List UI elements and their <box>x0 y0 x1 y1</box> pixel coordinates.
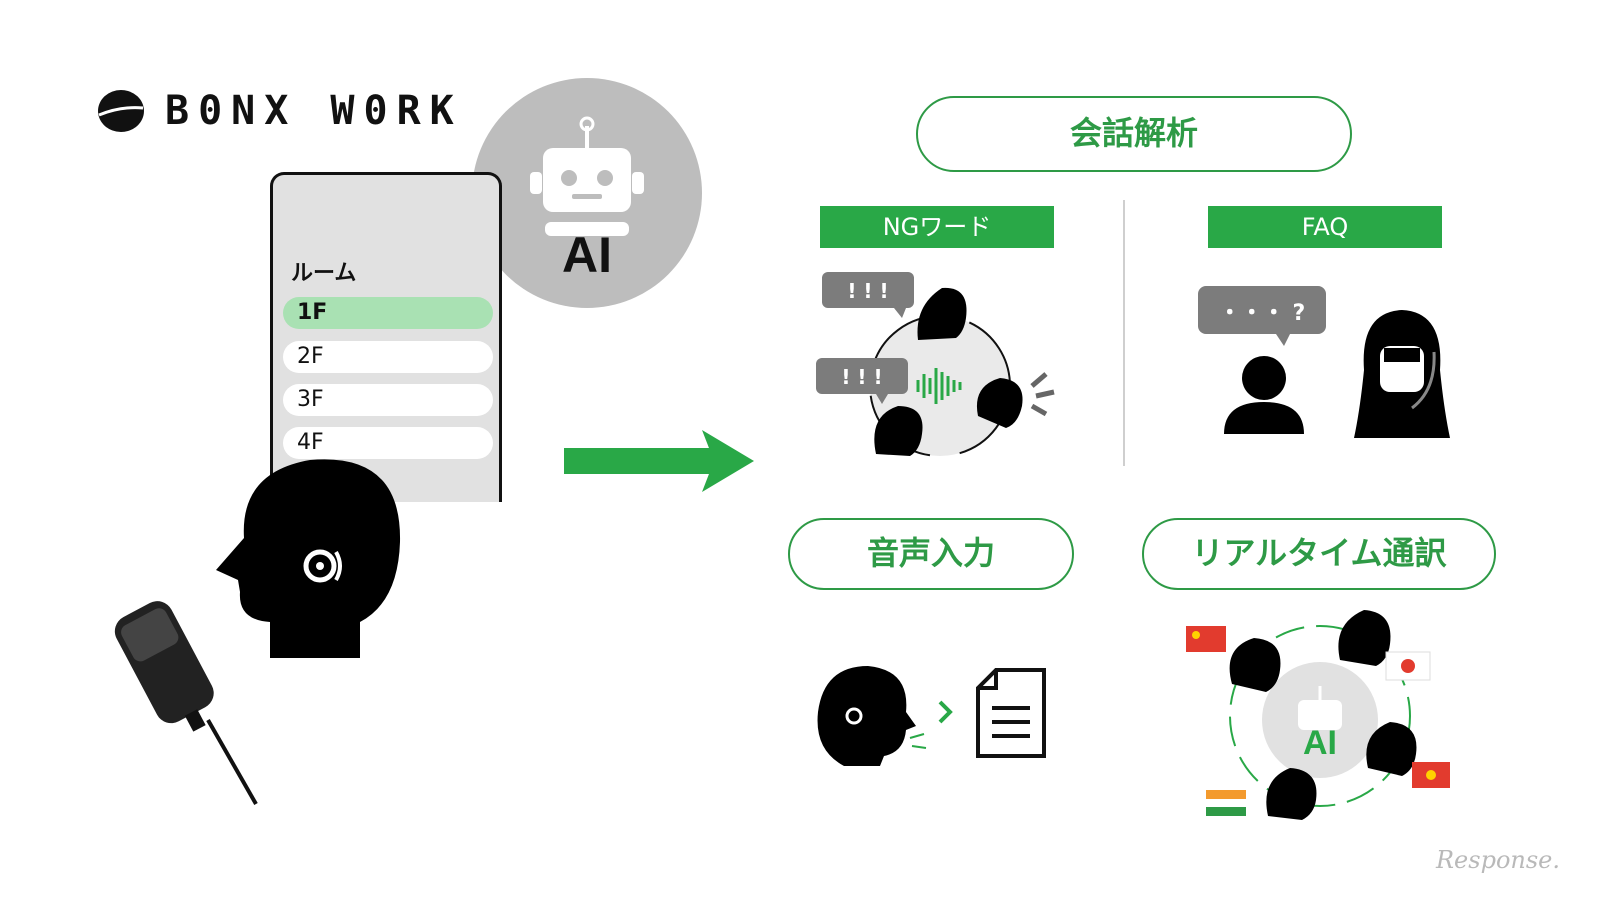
voice-input-illustration <box>817 666 1046 766</box>
room-item-3f[interactable]: 3F <box>283 384 493 416</box>
customer-icon <box>1224 356 1304 434</box>
ng-bubble-1: ! ! ! <box>847 279 888 303</box>
operator-icon <box>1354 310 1450 438</box>
ai-badge-label: AI <box>562 227 612 283</box>
room-item-4f[interactable]: 4F <box>283 427 493 459</box>
sound-wave-icon <box>916 368 962 404</box>
faq-illustration: ・・・ ? <box>1198 286 1450 438</box>
phone-screen: ルーム 1F 2F 3F 4F <box>270 172 502 502</box>
china-flag-icon <box>1186 626 1226 652</box>
ng-word-illustration: ! ! ! ! ! ! <box>816 272 1055 457</box>
watermark: Response. <box>1435 846 1560 874</box>
document-icon <box>976 668 1046 758</box>
japan-flag-icon <box>1385 651 1431 681</box>
section-divider <box>1123 200 1125 466</box>
user-head-icon <box>216 459 401 658</box>
robot-icon <box>530 116 644 236</box>
room-item-1f[interactable]: 1F <box>283 297 493 329</box>
realtime-translation-title: リアルタイム通訳 <box>1142 518 1496 590</box>
ng-word-label: NGワード <box>820 206 1054 248</box>
brand-logo-icon <box>98 90 144 132</box>
faq-label: FAQ <box>1208 206 1442 248</box>
vietnam-flag-icon <box>1412 762 1450 788</box>
ai-robot-badge: AI <box>472 78 702 308</box>
india-flag-icon <box>1206 790 1246 816</box>
ng-bubble-2: ! ! ! <box>841 365 882 389</box>
translation-ai-label: AI <box>1303 724 1337 762</box>
faq-bubble: ・・・ ? <box>1219 301 1305 326</box>
brand-name: B0NX W0RK <box>165 88 463 134</box>
earpiece-device-icon <box>114 601 258 805</box>
voice-input-title: 音声入力 <box>788 518 1074 590</box>
flow-arrow-icon <box>564 430 754 492</box>
room-label: ルーム <box>291 261 357 286</box>
room-item-2f[interactable]: 2F <box>283 341 493 373</box>
realtime-translation-illustration: AI <box>1186 610 1450 820</box>
conversation-analysis-title: 会話解析 <box>916 96 1352 172</box>
